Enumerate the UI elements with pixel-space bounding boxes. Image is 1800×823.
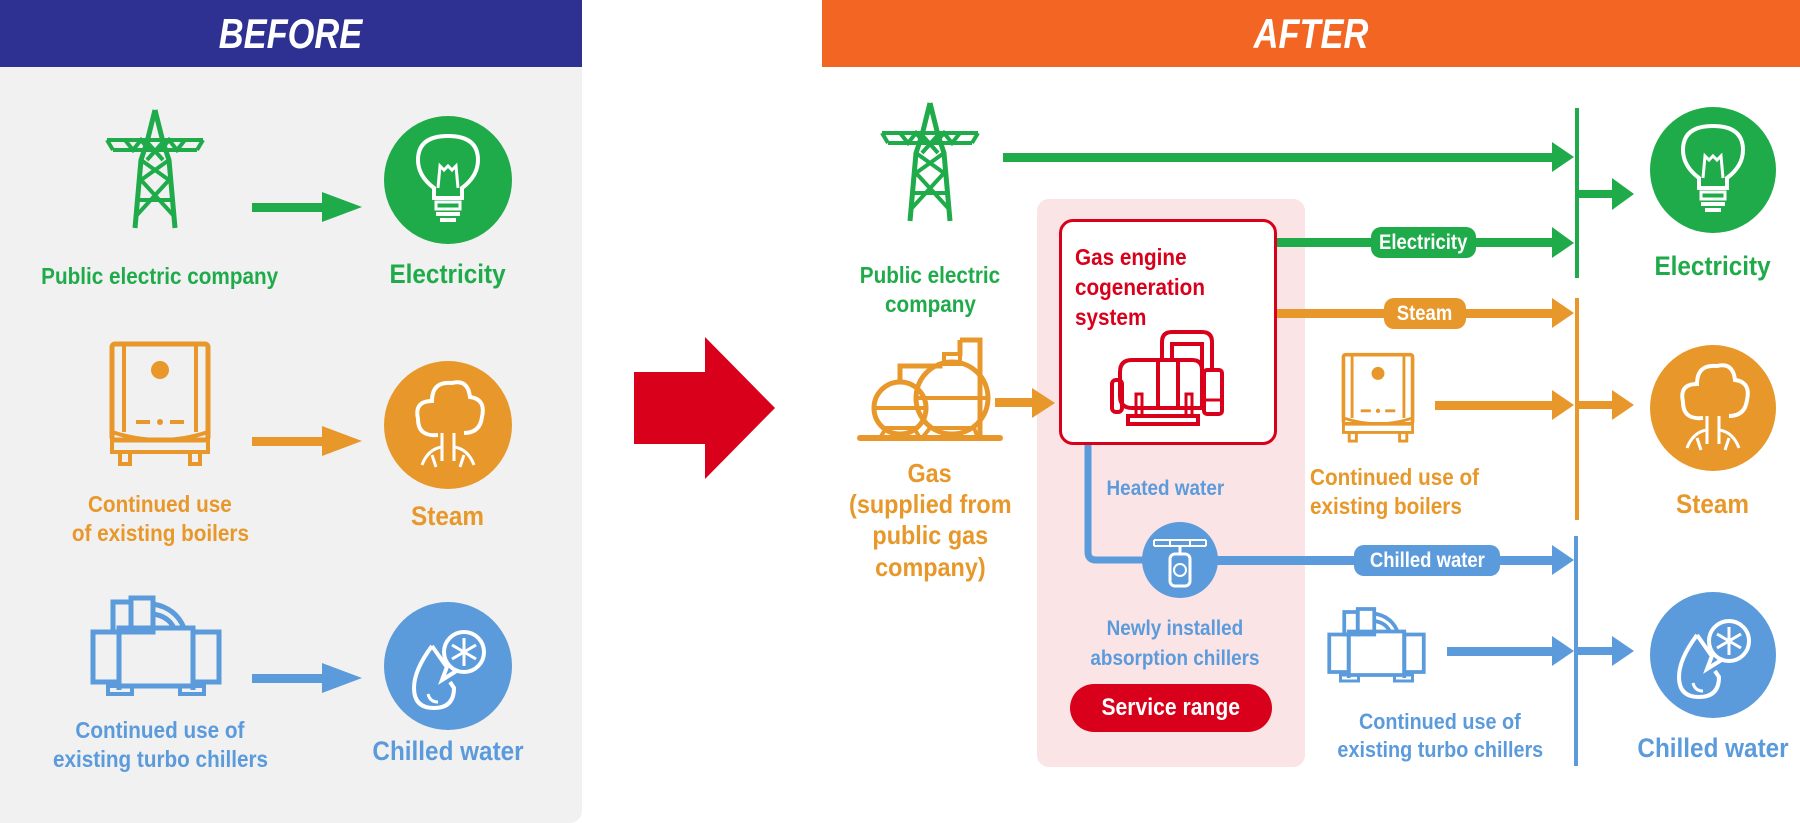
before-arrow-chilled: [252, 663, 362, 693]
turbo-chiller-icon: [93, 598, 219, 694]
steam-output-circle: [384, 361, 512, 489]
electricity-flow-pill: Electricity: [1371, 227, 1476, 258]
turbo-chilled-arrow: [1447, 636, 1574, 666]
electricity-output-circle: [384, 116, 512, 244]
turbo-chiller-icon: [1327, 607, 1426, 683]
chilled-water-bus-line: [1574, 536, 1578, 766]
steam-flow-pill: Steam: [1384, 298, 1466, 329]
gas-to-cogen-arrow: [995, 388, 1055, 418]
chilled-water-output-circle: [384, 602, 512, 730]
chilled-water-output-circle: [1650, 592, 1776, 718]
before-electricity-label: Electricity: [389, 259, 507, 289]
steam-bus-line: [1575, 298, 1579, 520]
electricity-output-circle: [1650, 107, 1776, 233]
heated-water-pipe: [1084, 445, 1148, 564]
electricity-bus-line: [1575, 108, 1579, 278]
service-range-badge: Service range: [1070, 684, 1272, 732]
boiler-steam-arrow: [1435, 390, 1574, 420]
steam-output-circle: [1650, 345, 1776, 471]
chilled-water-output-arrow: [1578, 636, 1634, 666]
electricity-output-arrow: [1579, 178, 1634, 210]
grid-electricity-arrow: [1003, 142, 1574, 172]
chilled-water-flow-pill: Chilled water: [1354, 545, 1500, 576]
heated-water-label: Heated water: [1106, 477, 1224, 500]
gas-tanks-icon: [860, 340, 1000, 438]
after-steam-label: Steam: [1676, 489, 1750, 519]
after-electricity-label: Electricity: [1654, 251, 1772, 281]
gas-engine-icon: [1110, 330, 1224, 426]
transmission-tower-icon: [882, 103, 978, 221]
steam-output-arrow: [1579, 390, 1634, 420]
absorption-chiller-circle: [1142, 522, 1218, 598]
before-title: BEFORE: [219, 9, 363, 57]
before-public-electric-label: Public electric company: [41, 263, 279, 289]
boiler-icon: [1341, 352, 1415, 443]
transmission-tower-icon: [107, 110, 203, 228]
before-chilled-water-label: Chilled water: [372, 736, 524, 766]
before-arrow-electricity: [252, 192, 362, 222]
before-steam-label: Steam: [411, 501, 485, 531]
after-title: AFTER: [1253, 9, 1369, 57]
boiler-icon: [112, 344, 208, 464]
before-header: BEFORE: [0, 0, 582, 67]
after-chilled-water-label: Chilled water: [1637, 733, 1789, 763]
big-right-arrow-icon: [634, 337, 775, 479]
after-header: AFTER: [822, 0, 1800, 67]
before-arrow-steam: [252, 426, 362, 456]
